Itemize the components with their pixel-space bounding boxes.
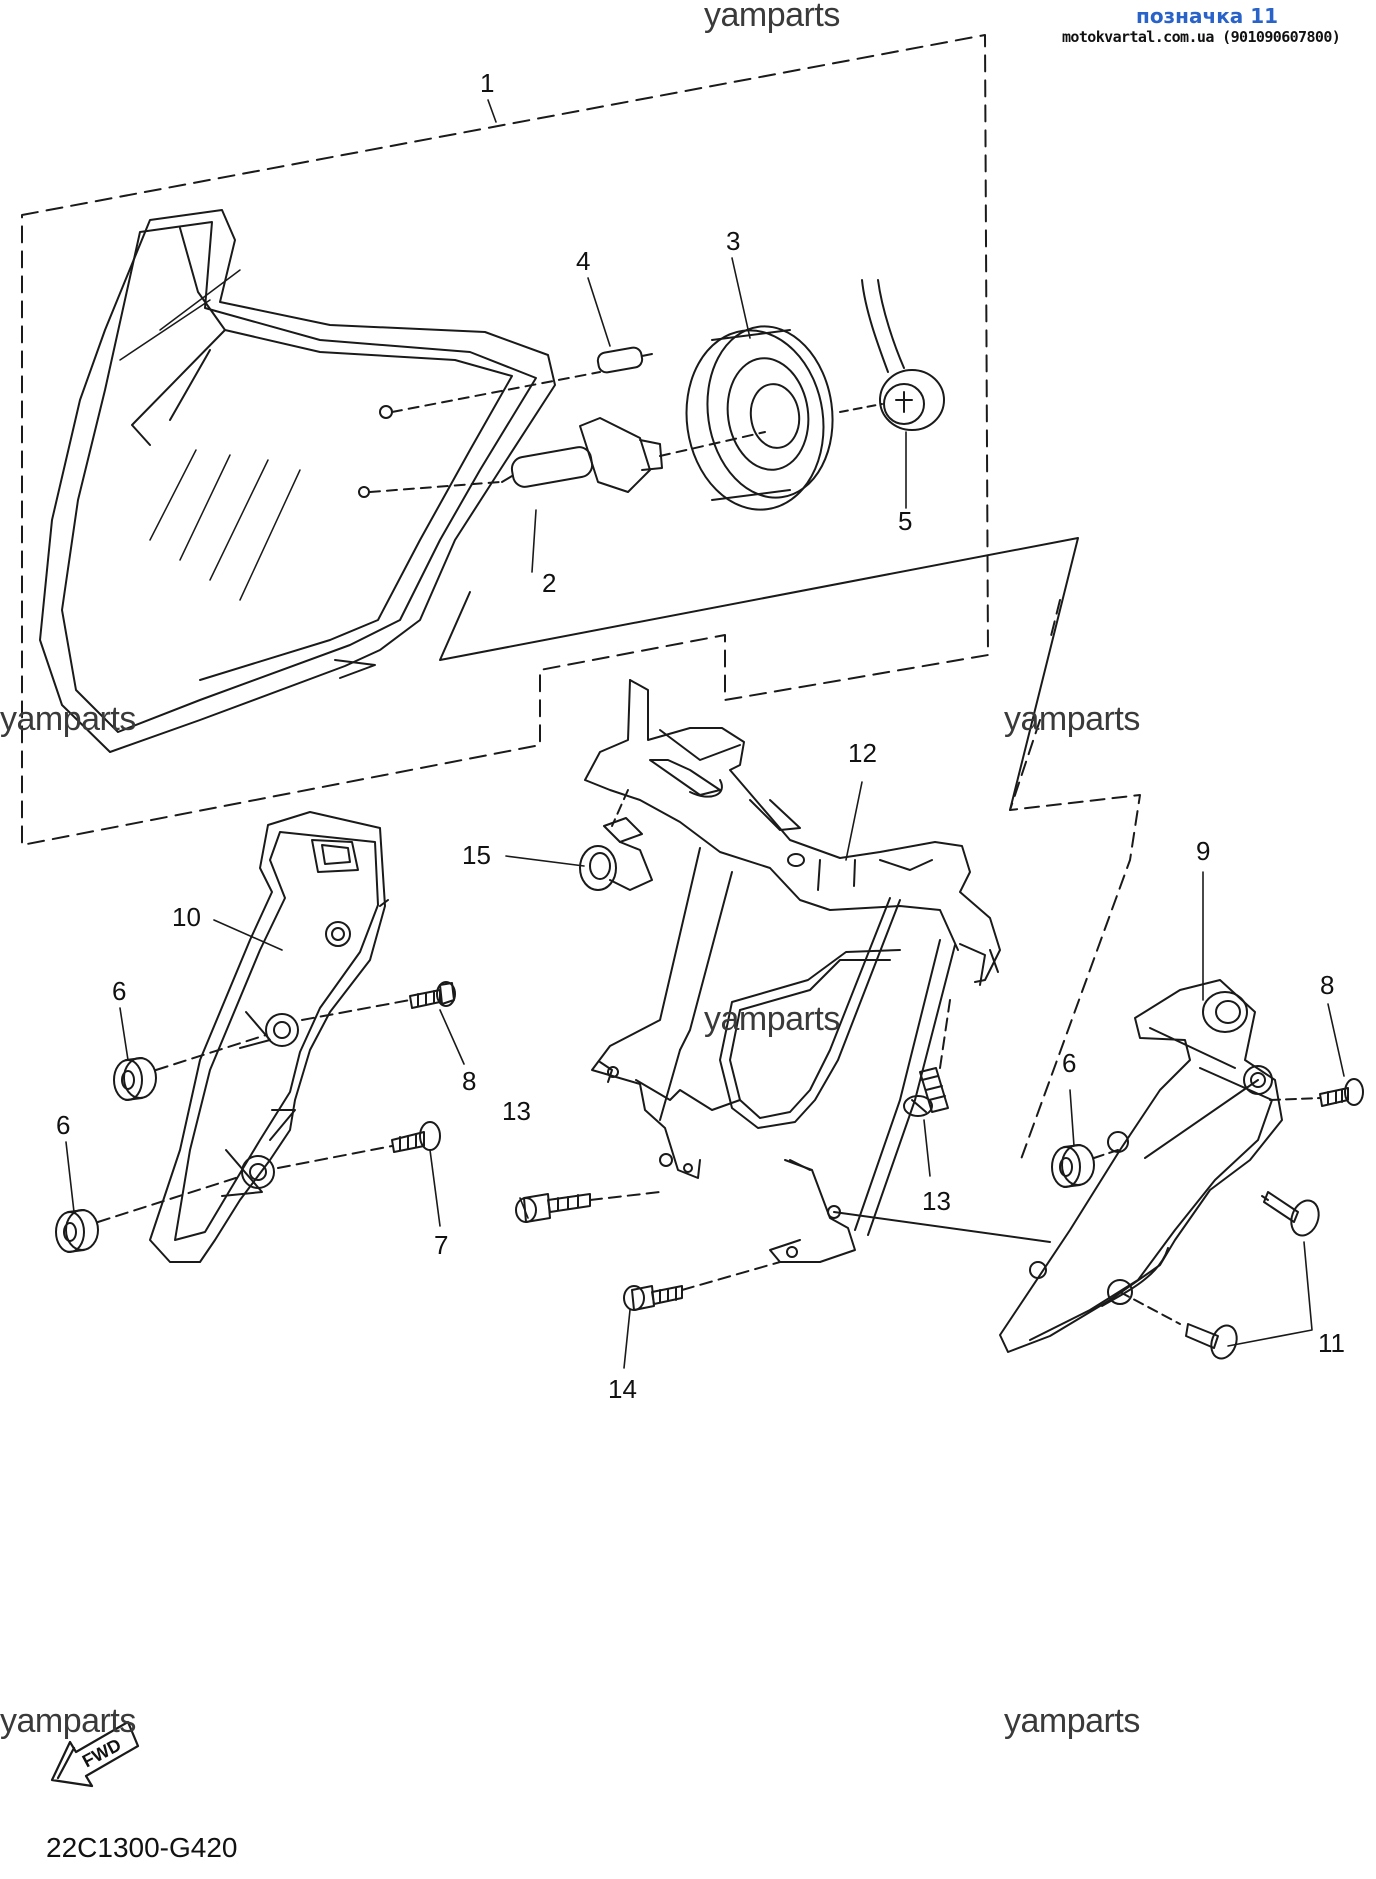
callout-8-right: 8 [1320,970,1334,1000]
headlight-bulb-part [369,417,766,493]
watermark-mid-left: yamparts [0,700,136,738]
watermark-bottom-left: yamparts [0,1702,136,1740]
forward-arrow-icon [50,1720,140,1788]
header-title-link[interactable]: позначка 11 [1136,4,1279,28]
bulb-socket-cord-part [839,279,945,431]
watermark-mid-right: yamparts [1004,700,1140,738]
leader-lens-to-bracket [439,537,1079,811]
callout-4: 4 [576,246,590,276]
callout-6-left-lower: 6 [56,1110,70,1140]
bulb-dust-cover-part [685,325,834,511]
header-subtitle: motokvartal.com.ua (901090607800) [1062,28,1341,46]
position-bulb-part [391,346,653,413]
bolt-left-lower-part [277,1121,441,1169]
watermark-top: yamparts [704,0,840,34]
callout-6-right: 6 [1062,1048,1076,1078]
bolt-13-right-part [903,999,951,1117]
grommet-right-part [1051,1144,1119,1188]
screw-11-lower-part [1119,1291,1238,1360]
bolt-right-part [1269,1078,1364,1107]
callout-15: 15 [462,840,491,870]
wire-clamp-part [579,789,653,891]
right-side-bracket-part [999,979,1283,1353]
watermark-center: yamparts [704,1000,840,1038]
callout-13-right: 13 [922,1186,951,1216]
callout-6-left-upper: 6 [112,976,126,1006]
headlight-stay-part [584,679,1001,1263]
callout-5: 5 [898,506,912,536]
callout-14: 14 [608,1374,637,1404]
callout-2: 2 [542,568,556,598]
callout-13-left: 13 [502,1096,531,1126]
bolt-left-upper-part [301,981,456,1021]
bolt-13-left-part [515,1191,661,1223]
left-side-bracket-part [149,811,389,1263]
grommet-left-upper-part [113,1034,267,1101]
callout-12: 12 [848,738,877,768]
watermark-bottom-right: yamparts [1004,1702,1140,1740]
screw-11-upper-part [1261,1191,1320,1237]
callout-3: 3 [726,226,740,256]
headlight-lens-part [39,209,556,753]
assembly-1-boundary [21,34,989,846]
grommet-left-lower-part [55,1175,243,1253]
bolt-14-part [623,1211,1051,1311]
callout-8-left: 8 [462,1066,476,1096]
callout-leaders [65,99,1345,1369]
callout-7: 7 [434,1230,448,1260]
callout-9: 9 [1196,836,1210,866]
drawing-code: 22C1300-G420 [46,1832,238,1863]
callout-11: 11 [1318,1328,1345,1358]
callout-10: 10 [172,902,201,932]
callout-1: 1 [480,68,494,98]
